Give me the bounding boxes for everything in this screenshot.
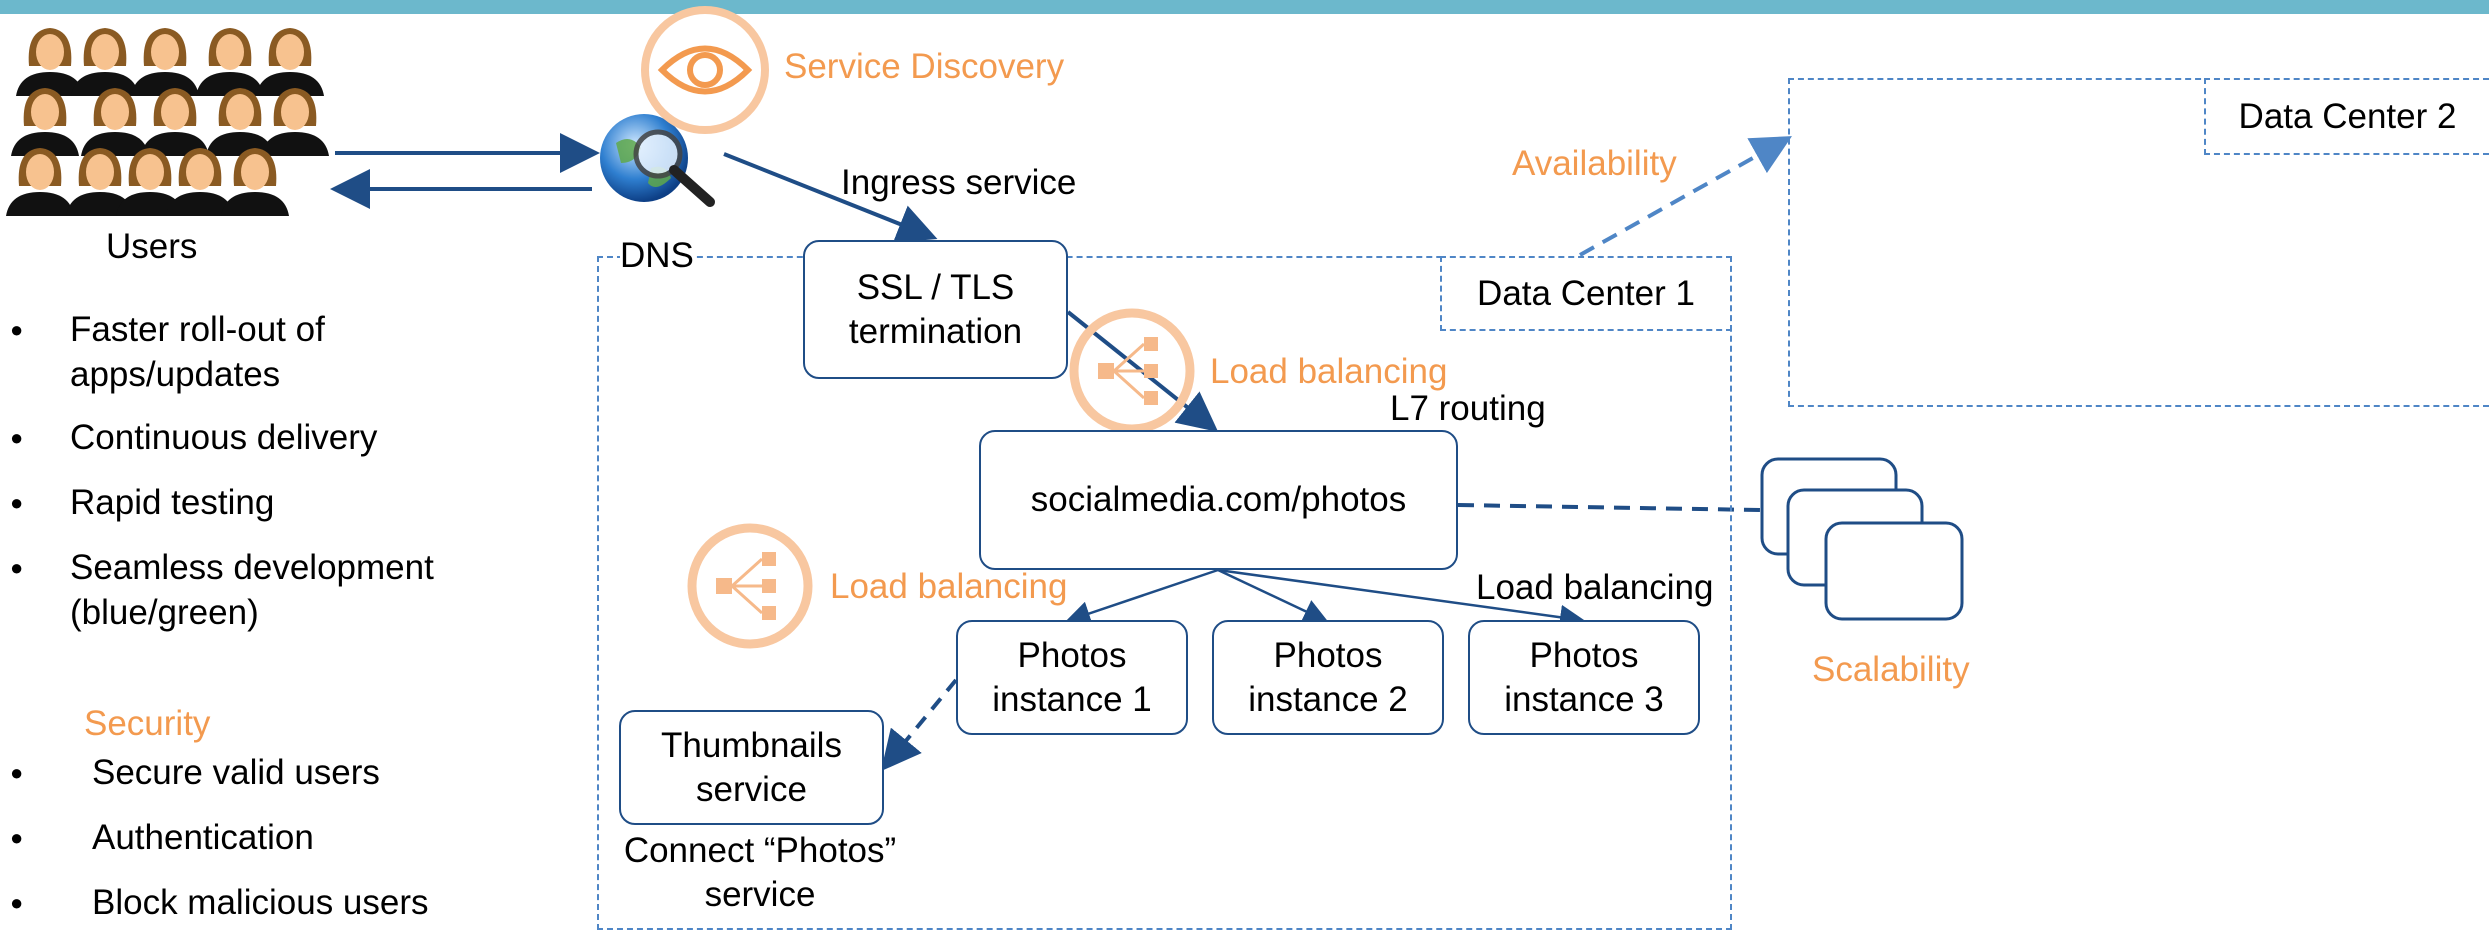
socialmedia-photos-box: socialmedia.com/photos [979, 430, 1458, 570]
dns-to-ssl-arrow [723, 152, 938, 243]
benefit-item: Faster roll-out of apps/updates [0, 307, 560, 397]
user-icon [6, 148, 74, 216]
globe-magnifier-icon [600, 114, 715, 207]
dc1-to-dc2-arrow [1579, 136, 1792, 257]
users-group-icon [0, 20, 340, 230]
l7-routing-label: L7 routing [1390, 389, 1546, 428]
user-icon [66, 148, 134, 216]
dns-label: DNS [620, 234, 694, 278]
socialmedia-to-photos2-arrow [1217, 568, 1329, 623]
user-icon [261, 88, 329, 156]
benefit-item: Rapid testing [0, 480, 560, 525]
data-center-1-label: Data Center 1 [1440, 256, 1732, 331]
load-balancer-icon [1069, 308, 1195, 434]
connect-photos-service-label: Connect “Photos” service [623, 831, 897, 914]
user-icon [16, 28, 84, 96]
users-crowd-icon [6, 28, 329, 216]
service-discovery-label: Service Discovery [784, 47, 1065, 86]
security-list: Secure valid users Authentication Block … [0, 750, 560, 925]
user-icon [256, 28, 324, 96]
user-icon [221, 148, 289, 216]
top-bar [0, 0, 2489, 14]
eye-icon [641, 6, 769, 134]
benefit-item: Continuous delivery [0, 415, 560, 460]
data-center-1-region [597, 256, 1732, 930]
benefits-list: Faster roll-out of apps/updates Continuo… [0, 307, 560, 635]
photos-to-thumbnails-arrow [880, 678, 958, 772]
thumbnails-service-box: Thumbnails service [619, 710, 884, 825]
stacked-servers-icon [1760, 457, 1964, 621]
photos-instance-1-box: Photos instance 1 [956, 620, 1188, 735]
benefit-item: Seamless development (blue/green) [0, 545, 560, 635]
data-center-2-region [1788, 78, 2489, 407]
user-icon [166, 148, 234, 216]
security-item: Authentication [0, 815, 560, 860]
users-label: Users [106, 227, 198, 266]
user-icon [116, 148, 184, 216]
scalability-label: Scalability [1812, 650, 1970, 689]
load-balancer-icon [687, 523, 813, 649]
load-balancing-right-label: Load balancing [1476, 568, 1714, 607]
user-icon [11, 88, 79, 156]
photos-instance-2-box: Photos instance 2 [1212, 620, 1444, 735]
user-icon [196, 28, 264, 96]
security-heading: Security [84, 704, 211, 743]
security-item: Block malicious users [0, 880, 560, 925]
ingress-service-label: Ingress service [841, 163, 1077, 202]
socialmedia-to-photos3-arrow [1217, 568, 1585, 630]
load-balancing-top-label: Load balancing [1210, 352, 1448, 391]
ssl-tls-termination-box: SSL / TLS termination [803, 240, 1068, 379]
socialmedia-to-photos1-arrow [1065, 568, 1219, 626]
data-center-2-label: Data Center 2 [2204, 78, 2489, 155]
photos-instance-3-box: Photos instance 3 [1468, 620, 1700, 735]
availability-label: Availability [1512, 144, 1677, 183]
security-item: Secure valid users [0, 750, 560, 795]
load-balancing-left-label: Load balancing [830, 567, 1068, 606]
